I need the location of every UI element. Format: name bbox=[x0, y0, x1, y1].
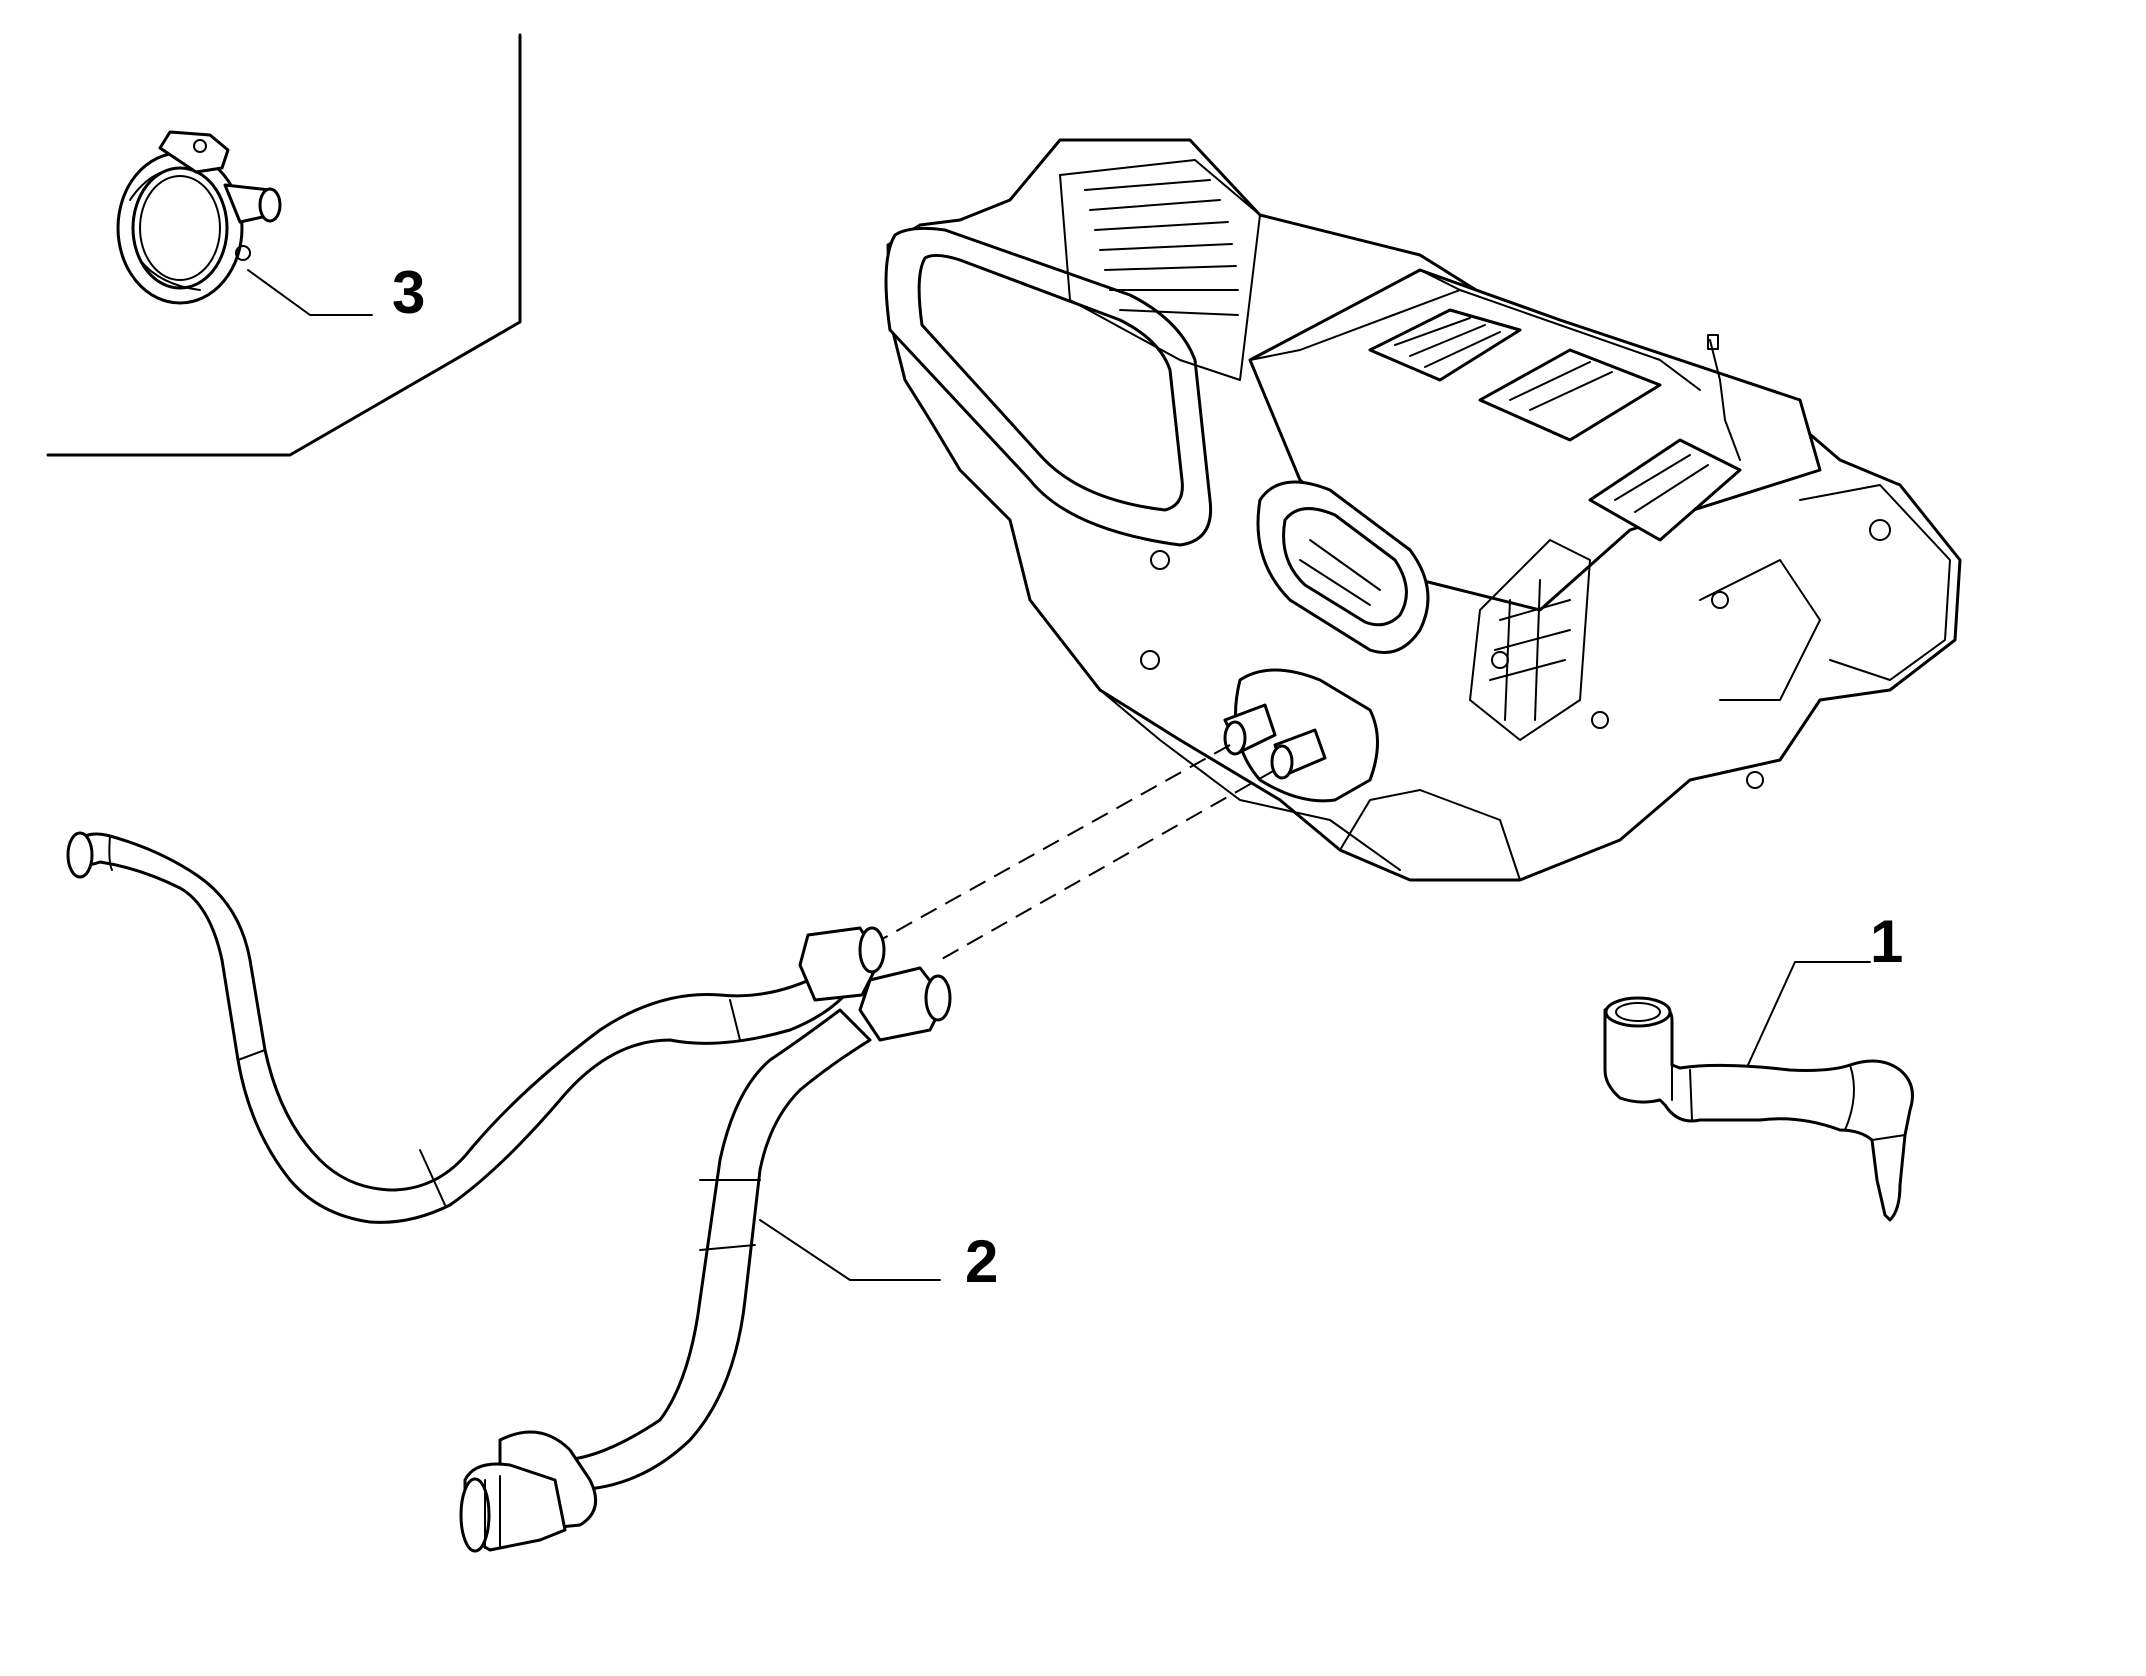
callout-2: 2 bbox=[965, 1228, 998, 1295]
callout-1: 1 bbox=[1870, 908, 1903, 975]
heater-hose-part[interactable] bbox=[66, 831, 952, 1553]
bleed-pipe-fitting-part[interactable] bbox=[1603, 961, 1914, 1222]
inset-frame bbox=[46, 33, 522, 457]
hose-clamp-part[interactable] bbox=[116, 130, 373, 316]
assembly-leader-lines bbox=[874, 744, 1276, 961]
callout-3: 3 bbox=[392, 259, 425, 326]
hvac-heater-unit[interactable] bbox=[884, 138, 1962, 882]
